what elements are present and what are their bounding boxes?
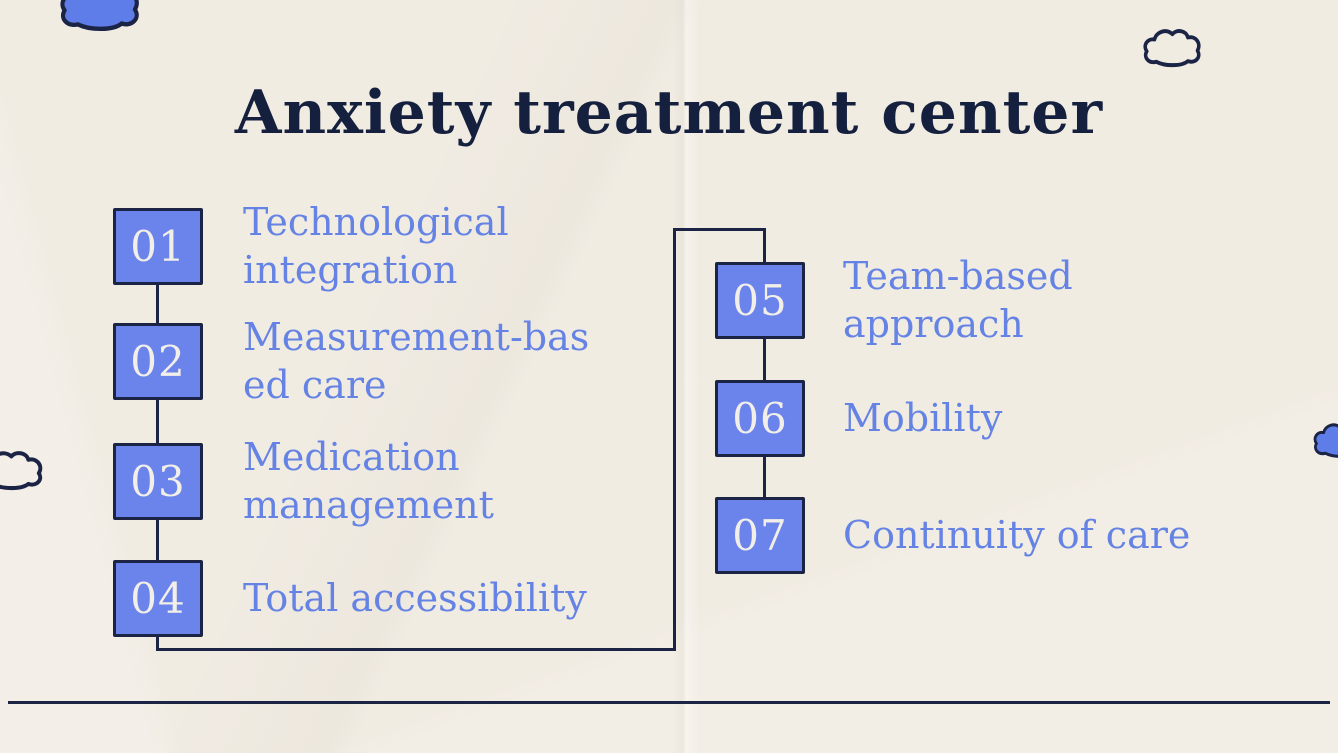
cloud-top-right-icon bbox=[1142, 27, 1204, 69]
step-label-05: Team-based approach bbox=[843, 252, 1073, 348]
step-box-05: 05 bbox=[715, 262, 805, 339]
connector-line bbox=[763, 228, 766, 262]
step-label-07: Continuity of care bbox=[843, 511, 1190, 559]
step-label-line: management bbox=[243, 483, 494, 527]
cloud-right-middle-icon bbox=[1312, 421, 1338, 460]
step-label-line: Total accessibility bbox=[243, 576, 587, 620]
step-label-line: ed care bbox=[243, 363, 387, 407]
step-box-03: 03 bbox=[113, 443, 203, 520]
cloud-left-middle-icon bbox=[0, 449, 46, 492]
step-number: 02 bbox=[130, 337, 186, 386]
step-label-03: Medication management bbox=[243, 433, 494, 529]
connector-line bbox=[156, 520, 159, 560]
connector-line bbox=[673, 228, 676, 651]
connector-line bbox=[156, 648, 676, 651]
step-label-line: integration bbox=[243, 248, 458, 292]
step-label-06: Mobility bbox=[843, 394, 1002, 442]
step-label-line: Team-based bbox=[843, 254, 1073, 298]
step-box-02: 02 bbox=[113, 323, 203, 400]
step-label-line: Measurement-bas bbox=[243, 315, 590, 359]
step-box-01: 01 bbox=[113, 208, 203, 285]
step-label-line: Mobility bbox=[843, 396, 1003, 440]
step-number: 04 bbox=[130, 574, 186, 623]
connector-line bbox=[763, 339, 766, 380]
step-box-06: 06 bbox=[715, 380, 805, 457]
step-label-line: Continuity of care bbox=[843, 513, 1191, 557]
step-number: 03 bbox=[130, 457, 186, 506]
step-label-line: Technological bbox=[243, 200, 509, 244]
slide-title: Anxiety treatment center bbox=[234, 78, 1104, 148]
cloud-top-left-icon bbox=[58, 0, 144, 34]
step-label-02: Measurement-bas ed care bbox=[243, 313, 589, 409]
step-box-04: 04 bbox=[113, 560, 203, 637]
step-number: 05 bbox=[732, 276, 788, 325]
step-label-line: Medication bbox=[243, 435, 460, 479]
connector-line bbox=[156, 637, 159, 651]
step-label-01: Technological integration bbox=[243, 198, 509, 294]
connector-line bbox=[673, 228, 766, 231]
connector-line bbox=[156, 400, 159, 443]
connector-line bbox=[156, 285, 159, 323]
step-label-04: Total accessibility bbox=[243, 574, 587, 622]
divider-line bbox=[8, 701, 1330, 704]
step-box-07: 07 bbox=[715, 497, 805, 574]
step-number: 07 bbox=[732, 511, 788, 560]
step-number: 06 bbox=[732, 394, 788, 443]
step-label-line: approach bbox=[843, 302, 1024, 346]
connector-line bbox=[763, 457, 766, 497]
step-number: 01 bbox=[130, 222, 186, 271]
